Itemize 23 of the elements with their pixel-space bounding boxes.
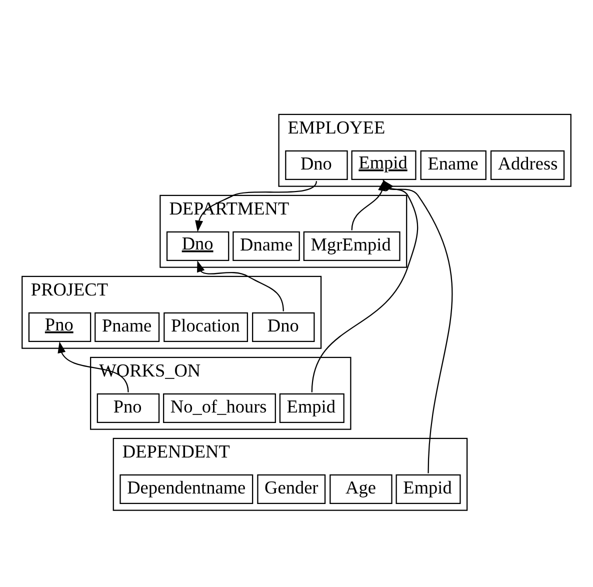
node-box: Dno [166, 231, 230, 262]
node-box: MgrEmpid [303, 231, 400, 262]
node-box: Pno [96, 393, 160, 424]
arrow [351, 179, 386, 230]
node-box: Address [490, 150, 565, 180]
arrow [197, 260, 284, 312]
node-box: Empid [396, 474, 461, 504]
arrow [382, 180, 453, 474]
node-box: Age [330, 474, 392, 504]
node-box: Ename [420, 150, 486, 180]
node-box: Empid [351, 150, 416, 180]
node-box: Pname [94, 312, 160, 342]
node-box: Pno [28, 312, 92, 342]
arrow [311, 180, 418, 392]
node-box: Gender [257, 474, 326, 504]
node-box: Plocation [164, 312, 248, 342]
arrow [58, 341, 129, 392]
node-box: Dno [285, 150, 348, 180]
node-box: Empid [279, 393, 344, 424]
node-box: Dno [252, 312, 315, 342]
node-box: No_of_hours [163, 393, 276, 424]
node-box: Dependentname [120, 474, 254, 504]
node-box: Dname [232, 231, 300, 262]
